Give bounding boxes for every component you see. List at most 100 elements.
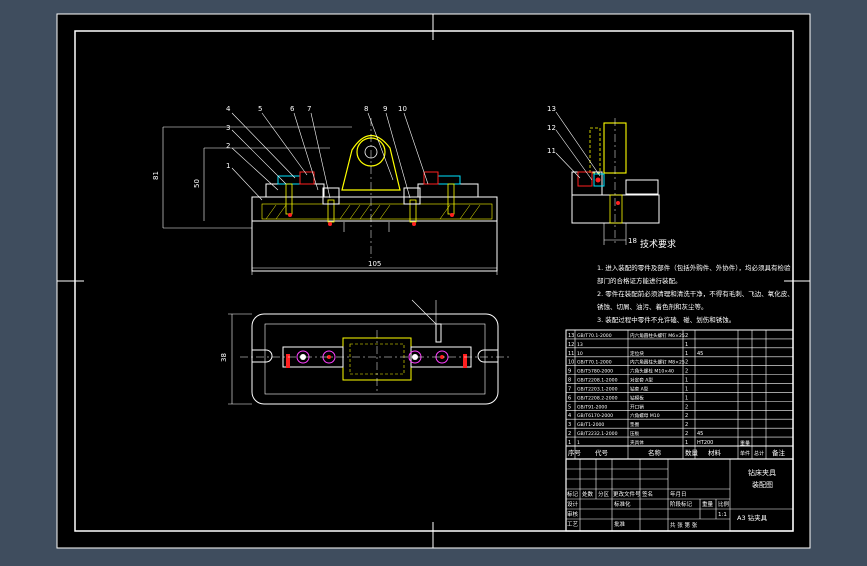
bom-cell-name: 钻模板	[630, 394, 644, 401]
bom-cell-qty: 2	[685, 431, 688, 437]
tb-approve: 批准	[614, 520, 626, 528]
balloon-10: 10	[398, 105, 407, 113]
top-height-dim: 38	[220, 353, 228, 362]
bom-cell-code: GB/T6170-2000	[577, 413, 613, 419]
bom-cell-code: GB/T70.1-2000	[577, 360, 612, 366]
balloon-13: 13	[547, 105, 556, 113]
title-block: 标记 处数 分区 更改文件号 签名 年月日 设计 标准化 审核 工艺 批准 阶段…	[565, 458, 794, 532]
bom-cell-no: 8	[568, 378, 571, 384]
side-balloons: 13 12 11	[547, 105, 556, 155]
balloon-1: 1	[226, 162, 230, 170]
tech-line-2: 部门的合格证方能进行装配。	[597, 276, 682, 285]
bom-cell-qty: 1	[685, 386, 688, 392]
bom-header-total: 总计	[754, 450, 764, 457]
tb-sign: 签名	[642, 490, 653, 498]
bom-cell-code: GB/T2208.2-2000	[577, 395, 618, 401]
balloon-5: 5	[258, 105, 262, 113]
tb-standard: 标准化	[614, 500, 631, 508]
bom-cell-code: GB/T5780-2000	[577, 369, 613, 375]
bom-cell-no: 9	[568, 369, 571, 375]
tb-scale: 比例	[718, 500, 730, 508]
tb-scale-value: 1:1	[718, 512, 727, 518]
bom-cell-name: 夹具体	[630, 439, 644, 446]
bom-cell-no: 5	[568, 404, 571, 410]
front-balloons: 4 3 2 1 5 6 7 8 9 10	[226, 105, 407, 170]
bom-cell-no: 3	[568, 422, 571, 428]
bom-cell-name: 钻套 A型	[630, 385, 649, 392]
balloon-7: 7	[307, 105, 311, 113]
tb-weight: 重量	[702, 500, 714, 508]
bom-cell-code: GB/T91-2000	[577, 404, 607, 410]
bom-cell-qty: 2	[685, 422, 688, 428]
balloon-11: 11	[547, 147, 556, 155]
tb-design: 设计	[567, 500, 579, 508]
balloon-8: 8	[364, 105, 368, 113]
tb-name-line-2: 装配图	[752, 480, 773, 489]
top-view: 38	[220, 299, 510, 405]
tech-title: 技术要求	[640, 238, 676, 250]
bom-cell-no: 4	[568, 413, 571, 419]
front-width-dim: 105	[368, 260, 381, 268]
tech-line-3: 2. 零件在装配前必须清理和清洗干净，不得有毛刺、飞边、氧化皮、	[597, 289, 794, 298]
bom-cell-mat: 45	[697, 351, 703, 357]
bom-cell-qty: 1	[685, 440, 688, 446]
bom-cell-code: GB/T2232.1-2000	[577, 431, 618, 437]
table-row: 7 GB/T2203.1-2000 钻套 A型 1	[568, 385, 688, 392]
tb-change-doc: 更改文件号	[613, 490, 641, 498]
bom-cell-name: 定位块	[630, 350, 644, 357]
balloon-9: 9	[383, 105, 387, 113]
tb-name-line-1: 钻床夹具	[748, 468, 776, 477]
bom-cell-name: 六角螺母 M10	[630, 412, 660, 419]
center-marks	[57, 14, 810, 548]
tb-process: 工艺	[567, 521, 579, 528]
bom-header-note: 备注	[772, 448, 786, 457]
bom-cell-qty: 2	[685, 360, 688, 366]
table-row: 4 GB/T6170-2000 六角螺母 M10 2	[568, 412, 688, 419]
side-leaders	[555, 111, 601, 181]
tb-zone: 分区	[598, 490, 610, 498]
side-view: 18	[571, 118, 660, 245]
bom-header-weight: 重量	[740, 440, 750, 447]
bom-cell-code: 13	[577, 342, 583, 348]
bom-header-code: 代号	[595, 448, 609, 457]
tech-requirements: 技术要求 1. 进入装配的零件及部件（包括外购件、外协件），均必须具有检验 部门…	[597, 238, 794, 324]
bom-cell-qty: 1	[685, 378, 688, 384]
tech-line-1: 1. 进入装配的零件及部件（包括外购件、外协件），均必须具有检验	[597, 263, 791, 272]
tb-date: 年月日	[670, 490, 687, 498]
tech-line-4: 锈蚀、切屑、油污、着色剂和灰尘等。	[597, 302, 708, 311]
tb-count: 处数	[582, 490, 594, 498]
bom-cell-mat: HT200	[697, 440, 713, 446]
balloon-6: 6	[290, 105, 295, 113]
bom-cell-code: GB/T2203.1-2000	[577, 386, 618, 392]
bom-header-unit: 单件	[740, 450, 750, 457]
bom-cell-mat: 45	[697, 431, 703, 437]
bom-cell-no: 7	[568, 386, 571, 392]
bom-cell-qty: 2	[685, 413, 688, 419]
tb-check: 审核	[567, 510, 579, 518]
bom-cell-qty: 2	[685, 333, 688, 339]
bom-header-mat: 材料	[708, 448, 722, 457]
bom-cell-qty: 1	[685, 395, 688, 401]
tb-stage-mark: 阶段标记	[670, 500, 693, 508]
bom-cell-qty: 1	[685, 342, 688, 348]
bom-cell-name: 压板	[630, 430, 640, 437]
bom-header-no: 序号	[568, 448, 582, 457]
balloon-2: 2	[226, 142, 230, 150]
bom-cell-name: 六角头螺栓 M10×40	[630, 368, 674, 375]
bom-cell-code: GB/T1-2000	[577, 422, 604, 428]
bom-cell-name: 对定套 A型	[630, 377, 653, 384]
balloon-3: 3	[226, 124, 230, 132]
bom-cell-name: 内六角圆柱头螺钉 M8×25	[630, 359, 685, 366]
tech-line-5: 3. 装配过程中零件不允许磕、碰、划伤和锈蚀。	[597, 315, 735, 324]
